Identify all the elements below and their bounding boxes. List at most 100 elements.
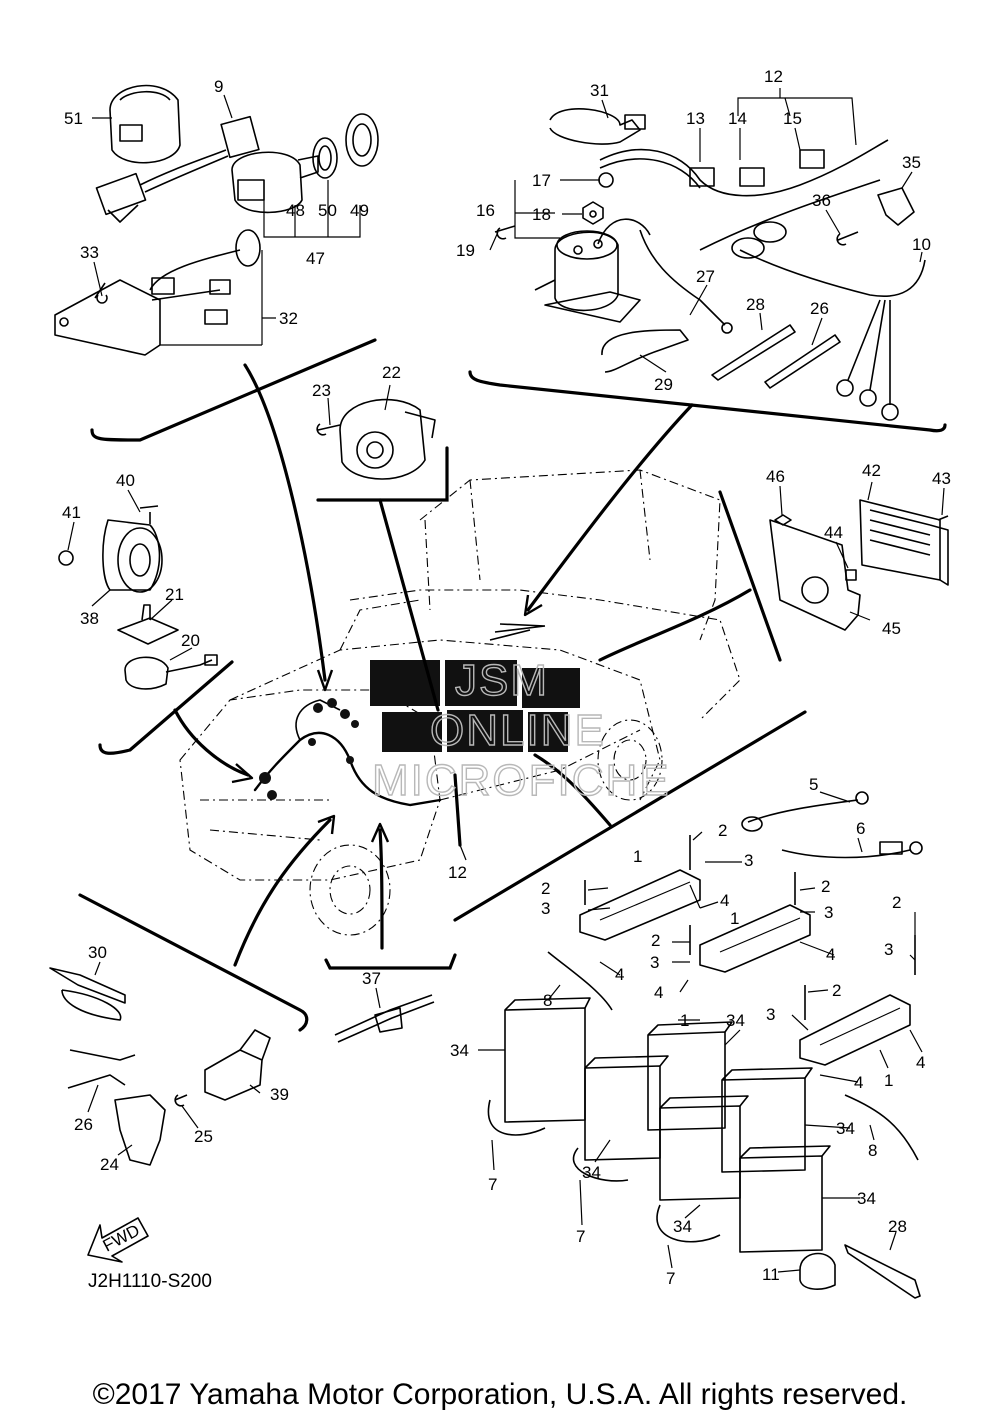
callout-12-mid: 12 <box>448 863 467 882</box>
callout-1-d: 1 <box>884 1071 893 1090</box>
callout-35: 35 <box>902 153 921 172</box>
callout-24: 24 <box>100 1155 119 1174</box>
callout-44: 44 <box>824 523 843 542</box>
part-20-switch <box>117 604 218 690</box>
part-9-harness <box>95 115 260 223</box>
part-2-bolts <box>584 835 916 1020</box>
callout-9: 9 <box>214 77 223 96</box>
callout-34-c: 34 <box>836 1119 855 1138</box>
callout-13: 13 <box>686 109 705 128</box>
part-7-8-jumper-cables <box>487 951 919 1243</box>
part-1-battery-holders <box>579 869 911 1066</box>
callout-26-bottom: 26 <box>74 1115 93 1134</box>
callout-14: 14 <box>728 109 747 128</box>
callout-6: 6 <box>856 819 865 838</box>
callout-7-a: 7 <box>488 1175 497 1194</box>
part-26-29-cable-ties <box>601 324 841 389</box>
callout-16: 16 <box>476 201 495 220</box>
watermark: JSM ONLINE MICROFICHE <box>371 655 671 805</box>
callout-31: 31 <box>590 81 609 100</box>
callout-41: 41 <box>62 503 81 522</box>
callout-33: 33 <box>80 243 99 262</box>
callout-39: 39 <box>270 1085 289 1104</box>
callout-34-d: 34 <box>582 1163 601 1182</box>
group-brackets <box>78 338 947 1032</box>
callout-17: 17 <box>532 171 551 190</box>
part-16-relay <box>494 218 651 323</box>
callout-26-top: 26 <box>810 299 829 318</box>
watermark-line-3: MICROFICHE <box>372 756 671 805</box>
callout-47: 47 <box>306 249 325 268</box>
part-10-main-harness <box>599 139 926 421</box>
cart-wire-harness <box>253 698 442 807</box>
callout-1-c: 1 <box>680 1011 689 1030</box>
callout-43: 43 <box>932 469 951 488</box>
callout-37: 37 <box>362 969 381 988</box>
callout-46: 46 <box>766 467 785 486</box>
callout-1-b: 1 <box>730 909 739 928</box>
part-30-cable-tie <box>49 967 126 1021</box>
callout-12-top: 12 <box>764 67 783 86</box>
callout-30: 30 <box>88 943 107 962</box>
callout-3-a: 3 <box>744 851 753 870</box>
callout-7-b: 7 <box>576 1227 585 1246</box>
callout-34-f: 34 <box>673 1217 692 1236</box>
callout-4-b: 4 <box>826 945 835 964</box>
callout-49: 49 <box>350 201 369 220</box>
callout-1-a: 1 <box>633 847 642 866</box>
callout-18: 18 <box>532 205 551 224</box>
callout-32: 32 <box>279 309 298 328</box>
callout-48: 48 <box>286 201 305 220</box>
callout-5: 5 <box>809 775 818 794</box>
callout-numbers: 51 9 48 50 49 47 33 32 23 22 40 41 38 21… <box>62 67 951 1288</box>
part-42-45-controller-bracket <box>769 499 949 631</box>
callout-42: 42 <box>862 461 881 480</box>
callout-2-f: 2 <box>832 981 841 1000</box>
callout-50: 50 <box>318 201 337 220</box>
callout-8-b: 8 <box>868 1141 877 1160</box>
part-5-6-cables <box>741 791 923 859</box>
callout-3-c: 3 <box>824 903 833 922</box>
callout-29: 29 <box>654 375 673 394</box>
callout-10: 10 <box>912 235 931 254</box>
part-37-clip <box>334 994 435 1043</box>
callout-27: 27 <box>696 267 715 286</box>
part-51-meter <box>109 84 181 164</box>
callout-34-e: 34 <box>857 1189 876 1208</box>
part-22-speed-sensor <box>316 398 436 480</box>
callout-3-d: 3 <box>650 953 659 972</box>
leader-lines <box>67 88 945 1273</box>
callout-28-top: 28 <box>746 295 765 314</box>
callout-4-f: 4 <box>854 1073 863 1092</box>
callout-34-a: 34 <box>726 1011 745 1030</box>
callout-7-c: 7 <box>666 1269 675 1288</box>
callout-38: 38 <box>80 609 99 628</box>
callout-28-bottom: 28 <box>888 1217 907 1236</box>
callout-4-c: 4 <box>615 965 624 984</box>
callout-3-f: 3 <box>766 1005 775 1024</box>
part-35-clamp <box>836 187 915 246</box>
callout-15: 15 <box>783 109 802 128</box>
callout-4-d: 4 <box>654 983 663 1002</box>
callout-19: 19 <box>456 241 475 260</box>
callout-8-a: 8 <box>543 991 552 1010</box>
callout-25: 25 <box>194 1127 213 1146</box>
callout-2-d: 2 <box>651 931 660 950</box>
watermark-line-2: ONLINE <box>430 706 606 755</box>
callout-22: 22 <box>382 363 401 382</box>
watermark-line-1: JSM <box>455 656 549 705</box>
pointer-arrows <box>173 363 752 967</box>
callout-45: 45 <box>882 619 901 638</box>
callout-3-e: 3 <box>884 940 893 959</box>
callout-40: 40 <box>116 471 135 490</box>
cart-battery-bank <box>370 623 580 752</box>
copyright-notice: ©2017 Yamaha Motor Corporation, U.S.A. A… <box>92 1378 908 1411</box>
part-39-switch <box>204 1029 271 1101</box>
part-47-main-switch <box>231 113 379 214</box>
part-11-28-clamp-tie <box>799 1244 921 1299</box>
callout-11: 11 <box>762 1265 780 1284</box>
part-17-18-nuts <box>582 172 614 225</box>
part-31-band <box>549 108 646 145</box>
callout-36: 36 <box>812 191 831 210</box>
